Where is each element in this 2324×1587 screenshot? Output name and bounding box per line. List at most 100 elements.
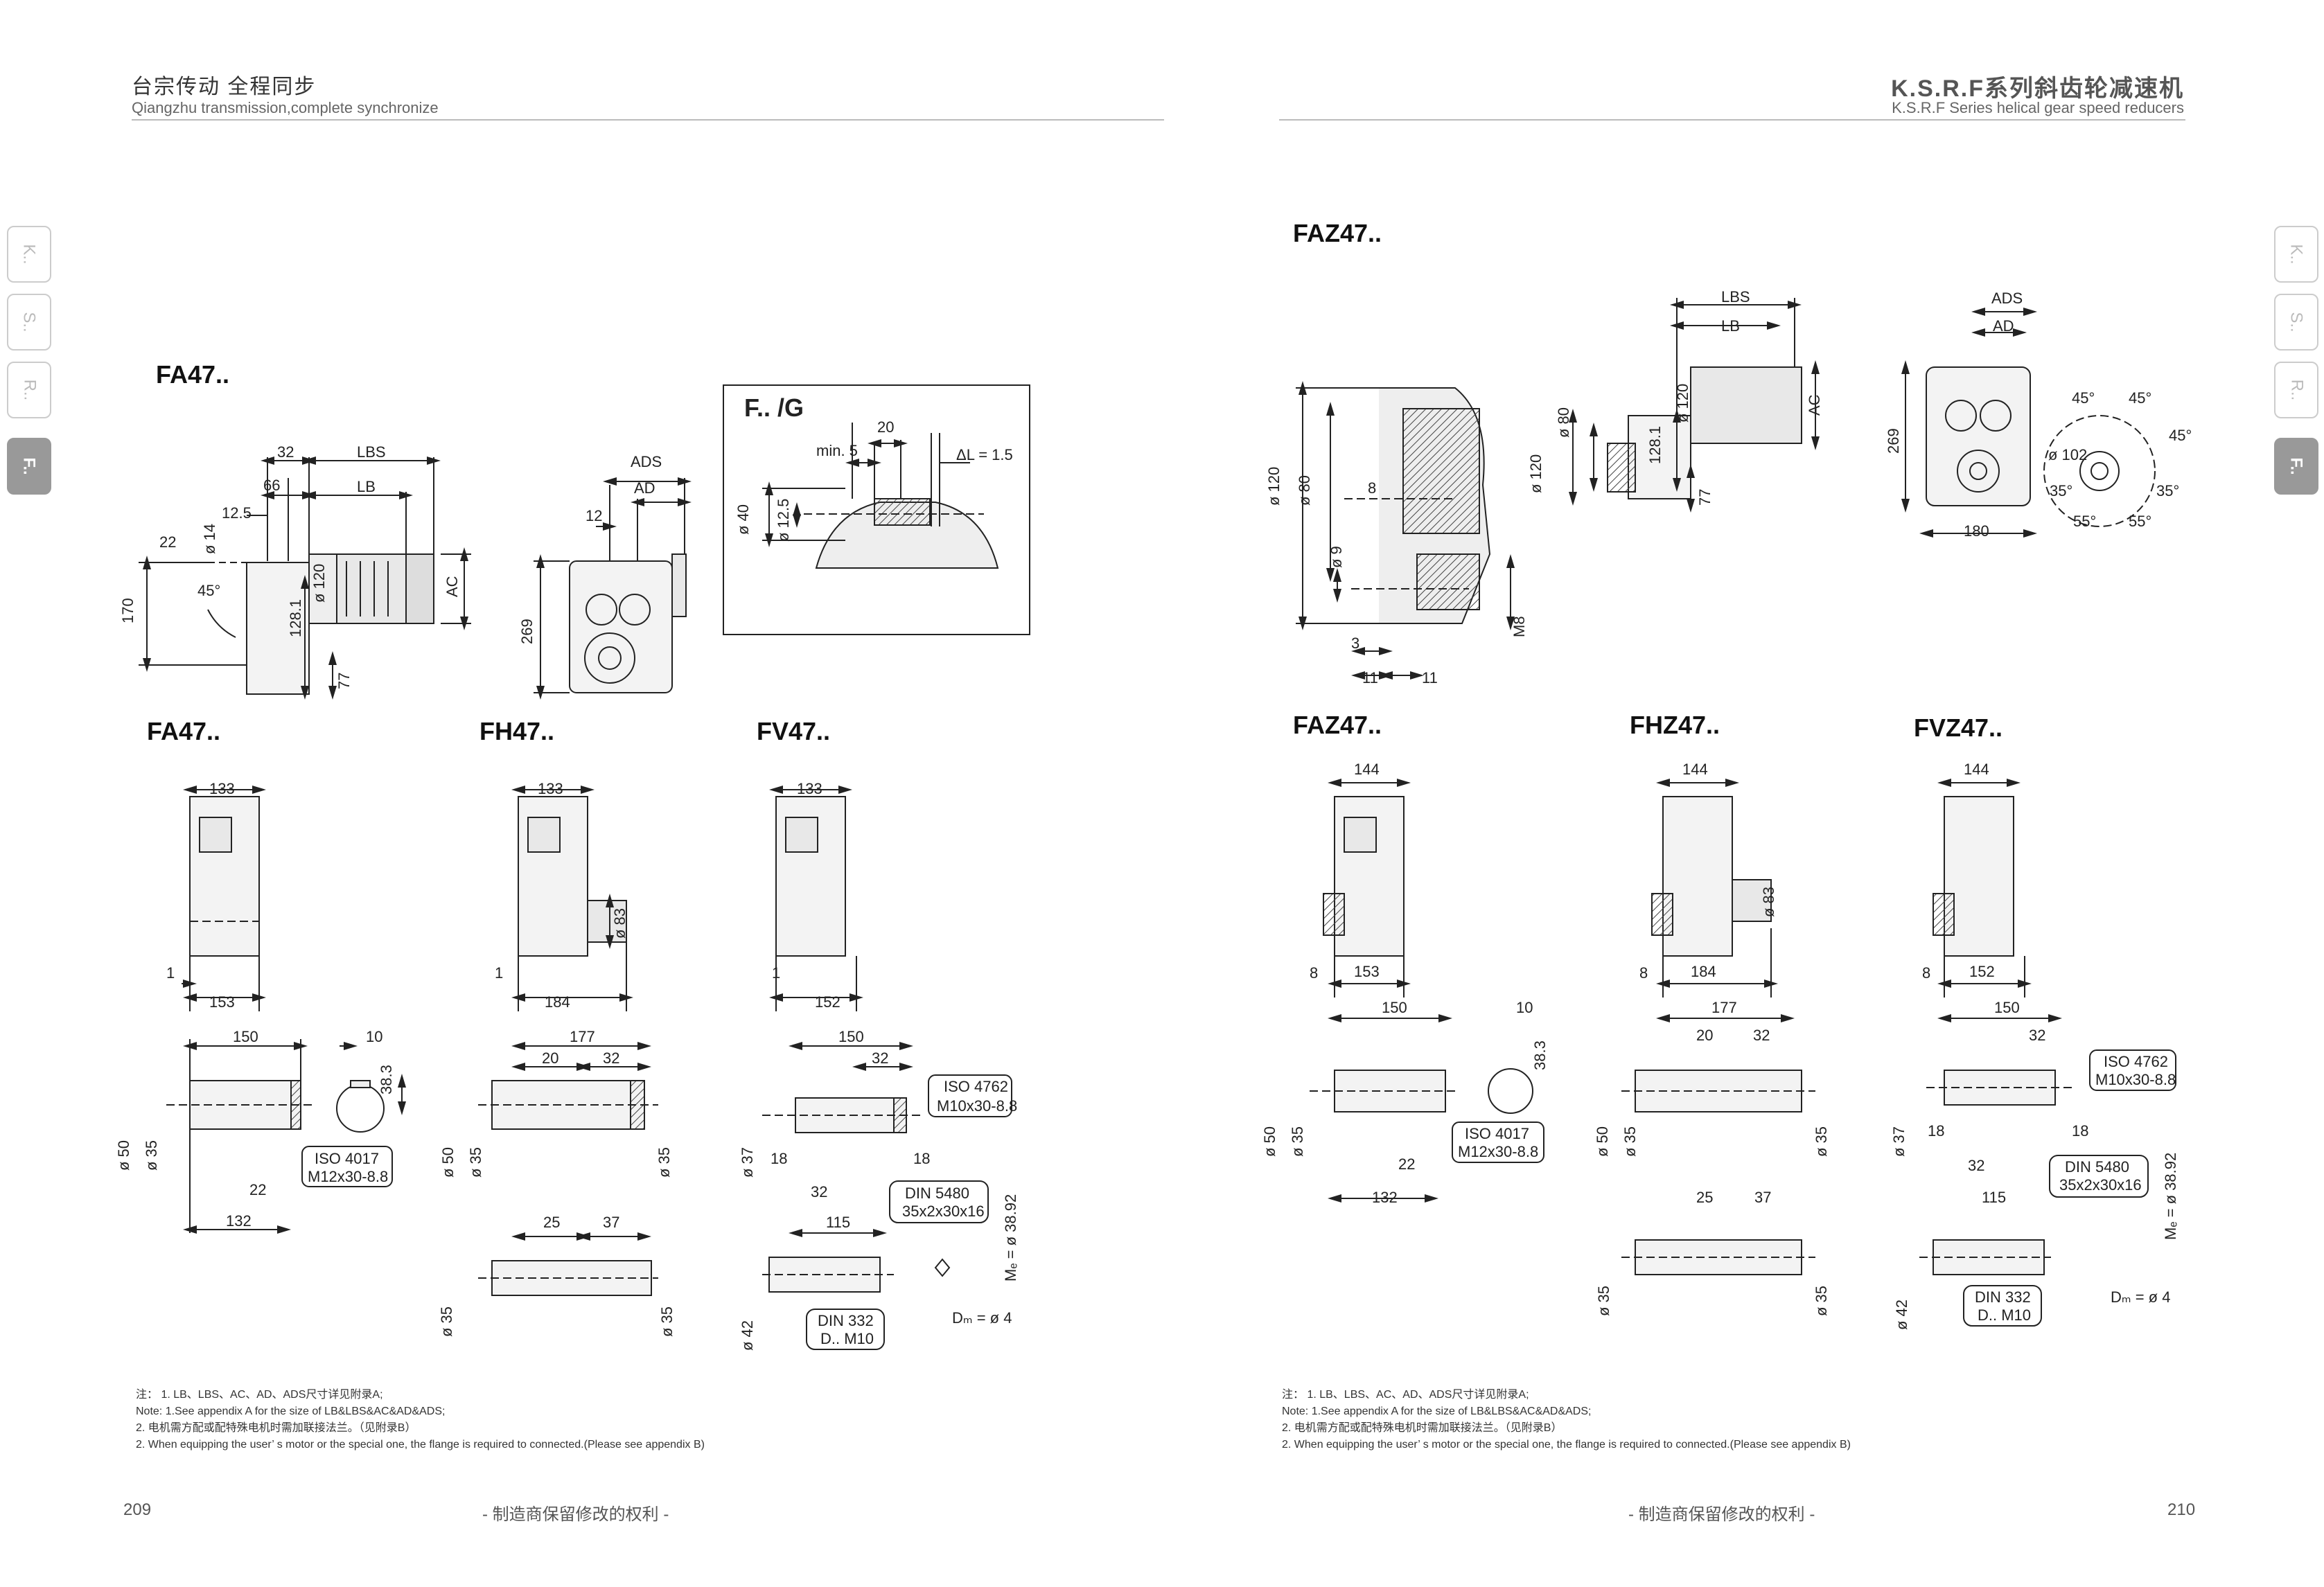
section-title-faz47-top: FAZ47.. [1293, 219, 1382, 247]
note-line: 2. 电机需方配或配特殊电机时需加联接法兰。（见附录B） [1282, 1422, 1562, 1434]
dim-fv47-18: 18 [771, 1150, 787, 1167]
label-fa47-iso4017: ISO 4017 [315, 1150, 379, 1167]
section-title-fa47-top: FA47.. [156, 360, 230, 389]
dim-faz47-d120b: ø 120 [1527, 454, 1544, 493]
dim-fg-d12-5: ø 12.5 [775, 499, 792, 542]
dim-faz47v-150: 150 [1382, 999, 1407, 1016]
drawing-faz47-front [1901, 308, 2156, 538]
label-fv47-din332: DIN 332 [818, 1312, 874, 1329]
side-tab-r-right[interactable]: R.. [2274, 362, 2318, 418]
dim-fh47-20: 20 [542, 1049, 558, 1067]
dim-fa47-66: 66 [263, 477, 280, 494]
side-tab-s-right[interactable]: S.. [2274, 294, 2318, 351]
drawing-fv47-view [769, 786, 863, 1011]
dim-fa47-d14: ø 14 [201, 524, 218, 554]
side-tab-k-right[interactable]: K.. [2274, 226, 2318, 283]
dim-fv47-115: 115 [826, 1214, 850, 1231]
dim-fa47v-22: 22 [249, 1181, 266, 1198]
header-left-en: Qiangzhu transmission,complete synchroni… [132, 99, 439, 116]
side-tab-k-left[interactable]: K.. [7, 226, 51, 283]
dim-faz47-3: 3 [1351, 635, 1359, 652]
dim-fh47-32: 32 [603, 1049, 619, 1067]
note-line: 2. 电机需方配或配特殊电机时需加联接法兰。（见附录B） [136, 1422, 416, 1434]
dim-fhz47-37: 37 [1754, 1189, 1771, 1206]
label-fv47-m10: M10x30-8.8 [937, 1097, 1017, 1115]
dim-faz47-45a: 45° [2072, 389, 2095, 407]
dim-fh47-d83: ø 83 [611, 908, 628, 939]
note-line: 注： 1. LB、LBS、AC、AD、ADS尺寸详见附录A; [136, 1389, 383, 1401]
section-title-fh47: FH47.. [479, 717, 555, 745]
dim-faz47v-d35: ø 35 [1289, 1126, 1306, 1157]
label-fv47-iso4762: ISO 4762 [944, 1078, 1008, 1095]
dim-fvz47-d37: ø 37 [1890, 1126, 1908, 1157]
drawing-faz47-side [1569, 298, 1820, 513]
header-rule-left [132, 119, 1164, 121]
dim-fa47-77: 77 [335, 673, 353, 689]
side-tab-f-right[interactable]: F.. [2274, 438, 2318, 495]
dim-faz47-45c: 45° [2169, 427, 2192, 444]
dim-fhz47-184: 184 [1691, 963, 1716, 980]
dim-fh47-d35: ø 35 [467, 1147, 484, 1178]
dim-fa47-32: 32 [277, 443, 294, 461]
dim-fa47-12-5: 12.5 [222, 504, 252, 522]
drawing-fvz47-view [1933, 779, 2032, 998]
dim-fh47-25: 25 [543, 1214, 560, 1231]
dim-fh47-177: 177 [570, 1028, 595, 1045]
dim-faz47v-144: 144 [1354, 761, 1380, 778]
dim-fa47-128: 128.1 [287, 599, 304, 637]
dim-faz47-ads: ADS [1991, 290, 2023, 307]
dim-faz47-128: 128.1 [1646, 426, 1664, 464]
dim-fvz47-dm: Dₘ = ø 4 [2111, 1288, 2170, 1306]
drawing-fg-box [723, 384, 1030, 635]
dim-fa47-ac: AC [443, 576, 461, 597]
dim-fa47-ad: AD [634, 479, 655, 497]
footer-rights-right: - 制造商保留修改的权利 - [1628, 1505, 1815, 1524]
dim-faz47-d102: ø 102 [2048, 446, 2087, 463]
dim-faz47-d120c: ø 120 [1674, 384, 1691, 423]
dim-fa47-269: 269 [518, 619, 536, 644]
side-tab-r-left[interactable]: R.. [7, 362, 51, 418]
dim-fg-d40: ø 40 [734, 504, 752, 535]
footer-rights-left: - 制造商保留修改的权利 - [482, 1505, 669, 1524]
dim-fh47-d35h6b: ø 35 [658, 1306, 676, 1337]
dim-faz47v-22: 22 [1398, 1155, 1415, 1173]
dim-fhz47-d35h6: ø 35 [1595, 1286, 1612, 1316]
page-number-right: 210 [2167, 1500, 2196, 1519]
side-tab-f-left[interactable]: F.. [7, 438, 51, 495]
header-left-cn: 台宗传动 全程同步 [132, 76, 317, 98]
side-tab-s-left[interactable]: S.. [7, 294, 51, 351]
drawing-fv47-shaft [762, 1042, 951, 1293]
drawing-faz47-detail [1296, 381, 1515, 680]
dim-fa47v-153: 153 [209, 993, 235, 1011]
dim-faz47-ad: AD [1993, 317, 2014, 335]
label-fv47-din5480: DIN 5480 [905, 1185, 969, 1202]
dim-fg-20: 20 [877, 418, 894, 436]
dim-fg-delta-l: ΔL = 1.5 [956, 446, 1013, 463]
dim-fhz47-d35: ø 35 [1621, 1126, 1639, 1157]
dim-faz47-55a: 55° [2073, 513, 2096, 530]
dim-faz47v-153: 153 [1354, 963, 1380, 980]
dim-faz47-35a: 35° [2050, 482, 2072, 499]
label-faz47-m12: M12x30-8.8 [1458, 1143, 1538, 1160]
dim-fh47-d35h6: ø 35 [438, 1306, 455, 1337]
dim-fh47-133: 133 [538, 780, 563, 797]
dim-fvz47-115: 115 [1982, 1189, 2006, 1206]
dim-faz47-35b: 35° [2156, 482, 2179, 499]
dim-fhz47-25: 25 [1696, 1189, 1713, 1206]
dim-fa47v-132: 132 [226, 1212, 252, 1230]
label-fvz47-din332: DIN 332 [1975, 1288, 2031, 1306]
header-right-cn: K.S.R.F系列斜齿轮减速机 [1891, 76, 2184, 102]
drawing-faz47-shaft [1310, 1014, 1533, 1203]
dim-fh47-d50: ø 50 [439, 1147, 457, 1178]
dim-fv47-dm: Dₘ = ø 4 [952, 1309, 1012, 1327]
header-right-en: K.S.R.F Series helical gear speed reduce… [1892, 99, 2184, 116]
dim-faz47-ac: AC [1806, 394, 1823, 416]
drawing-fa47-side [139, 456, 471, 700]
drawing-fvz47-shaft [1919, 1014, 2072, 1275]
dim-fa47v-1: 1 [166, 964, 175, 982]
dim-fv47-me: Mₑ = ø 38.92 [1002, 1194, 1019, 1282]
dim-faz47-45b: 45° [2129, 389, 2151, 407]
dim-fhz47-144: 144 [1682, 761, 1708, 778]
drawing-fh47-view [511, 786, 633, 1011]
note-line: Note: 1.See appendix A for the size of L… [1282, 1406, 1592, 1417]
